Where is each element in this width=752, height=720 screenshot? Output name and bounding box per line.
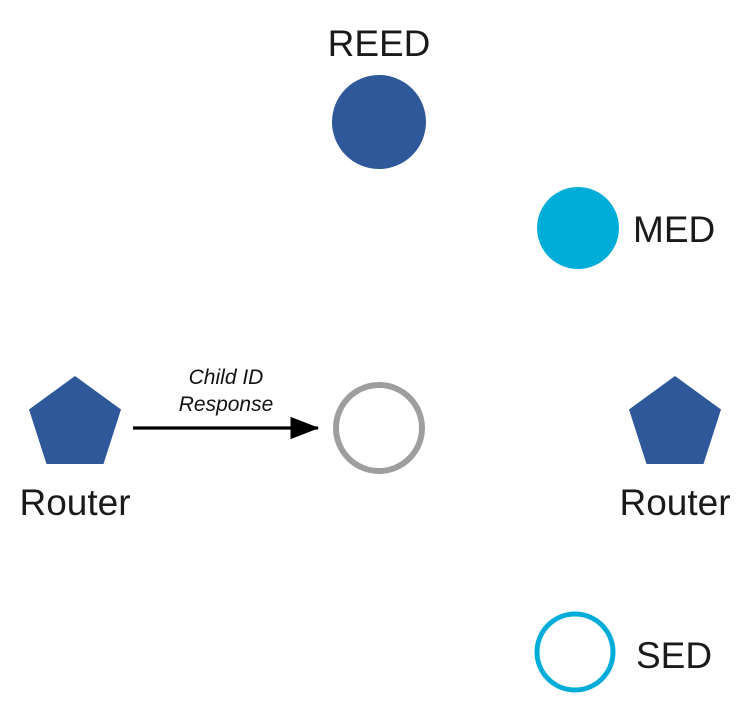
router-right-pentagon-icon[interactable] (629, 376, 721, 464)
node-sed[interactable]: SED (534, 611, 712, 693)
node-router-left[interactable]: Router (19, 376, 131, 523)
sed-label: SED (636, 635, 712, 676)
node-router-right[interactable]: Router (619, 376, 731, 523)
node-reed[interactable]: REED (328, 23, 431, 169)
node-joiner[interactable] (333, 382, 425, 474)
reed-circle-icon[interactable] (332, 75, 426, 169)
med-circle-icon[interactable] (537, 187, 619, 269)
joiner-circle-icon[interactable] (333, 382, 425, 474)
edge-label-line1: Child ID (189, 366, 264, 389)
router-right-label: Router (619, 482, 730, 523)
edge-label-line2: Response (179, 393, 274, 416)
med-label: MED (633, 209, 715, 250)
edge-child-id-response: Child ID Response (133, 366, 320, 440)
router-left-pentagon-icon[interactable] (29, 376, 121, 464)
node-med[interactable]: MED (537, 187, 715, 269)
sed-circle-icon[interactable] (534, 611, 616, 693)
router-left-label: Router (19, 482, 130, 523)
reed-label: REED (328, 23, 431, 64)
